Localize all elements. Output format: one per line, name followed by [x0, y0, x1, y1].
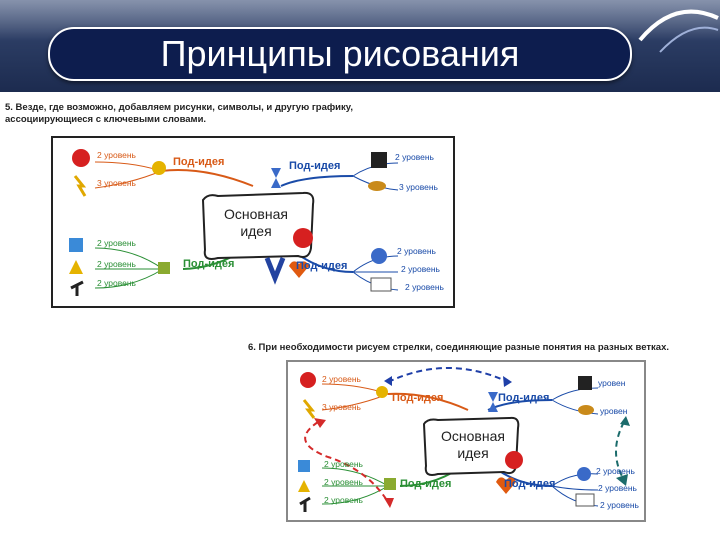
connector-arrow-teal	[615, 421, 625, 481]
books-icon	[158, 262, 170, 274]
heart-icon	[496, 477, 516, 494]
eye-icon	[578, 405, 594, 415]
figure-icon	[299, 496, 311, 512]
level-2-br-b: 2 уровень	[598, 483, 637, 493]
character-head-icon	[505, 451, 523, 469]
lightning-icon	[73, 175, 87, 197]
floppy-disk-icon	[371, 152, 387, 168]
subidea-1-br: Под-идея	[296, 260, 348, 272]
level-1-br-b: 2 уровень	[401, 264, 440, 274]
level-1-bl-c: 2 уровень	[97, 278, 136, 288]
level-1-tr-a: 2 уровень	[395, 152, 434, 162]
subidea-1-tr: Под-идея	[289, 160, 341, 172]
level-2-bl-a: 2 уровень	[324, 459, 363, 469]
subidea-2-br: Под-идея	[504, 478, 556, 490]
level-2-tl-a: 2 уровень	[322, 374, 361, 384]
book-icon	[69, 238, 83, 252]
subidea-2-tr: Под-идея	[498, 392, 550, 404]
level-2-bl-b: 2 уровень	[324, 477, 363, 487]
mindmap-frame-1: Основная идея Под-идея Под-идея Под-идея…	[51, 136, 455, 308]
level-1-tl-a: 2 уровень	[97, 150, 136, 160]
level-2-tl-b: 3 уровень	[322, 402, 361, 412]
person-icon	[371, 248, 387, 264]
slide-header: Принципы рисования	[0, 0, 720, 92]
level-2-tr-a: уровен	[598, 378, 626, 388]
level-1-bl-a: 2 уровень	[97, 238, 136, 248]
envelope-icon	[370, 277, 392, 292]
mindmap-panel-2: 6. При необходимости рисуем стрелки, сое…	[248, 336, 688, 526]
mindmap-frame-2: Основная идея Под-идея Под-идея Под-идея…	[286, 360, 646, 522]
note-5: 5. Везде, где возможно, добавляем рисунк…	[5, 102, 353, 125]
mindmap-2-branches	[298, 367, 630, 512]
envelope-icon	[575, 493, 595, 507]
hourglass-icon	[271, 168, 281, 188]
stop-sign-icon	[72, 149, 90, 167]
note-6: 6. При необходимости рисуем стрелки, сое…	[248, 342, 670, 353]
swirl-decoration	[638, 9, 719, 53]
connector-arrow-blue	[387, 367, 509, 383]
connector-arrow-red	[304, 421, 389, 503]
level-2-tr-b: уровен	[600, 406, 628, 416]
book-icon	[298, 460, 310, 472]
floppy-disk-icon	[578, 376, 592, 390]
eye-icon	[368, 181, 386, 191]
stop-sign-icon	[300, 372, 316, 388]
title-bar: Принципы рисования	[48, 27, 632, 81]
lightning-icon	[302, 399, 316, 419]
level-2-br-c: 2 уровень	[600, 500, 639, 510]
books-icon	[384, 478, 396, 490]
center-idea-1: Основная идея	[224, 206, 288, 239]
level-1-br-a: 2 уровень	[397, 246, 436, 256]
level-1-tl-b: 3 уровень	[97, 178, 136, 188]
level-1-br-c: 2 уровень	[405, 282, 444, 292]
subidea-2-tl: Под-идея	[392, 392, 444, 404]
person-icon	[577, 467, 591, 481]
bell-icon	[298, 480, 310, 492]
subidea-1-bl: Под-идея	[183, 258, 235, 270]
center-idea-2: Основная идея	[441, 428, 505, 461]
slide-title: Принципы рисования	[160, 33, 520, 74]
subidea-2-bl: Под-идея	[400, 478, 452, 490]
legs-icon	[264, 257, 286, 285]
level-2-br-a: 2 уровень	[596, 466, 635, 476]
moneybag-icon	[376, 386, 388, 398]
level-1-tr-b: 3 уровень	[399, 182, 438, 192]
moneybag-icon	[152, 161, 166, 175]
mindmap-panel-1: 5. Везде, где возможно, добавляем рисунк…	[5, 96, 495, 311]
figure-icon	[70, 280, 84, 296]
mindmap-1-branches	[69, 149, 399, 296]
hourglass-icon	[488, 392, 498, 412]
subidea-1-tl: Под-идея	[173, 156, 225, 168]
bell-icon	[69, 260, 83, 274]
heart-icon	[289, 261, 309, 278]
level-1-bl-b: 2 уровень	[97, 259, 136, 269]
character-head-icon	[293, 228, 313, 248]
level-2-bl-c: 2 уровень	[324, 495, 363, 505]
